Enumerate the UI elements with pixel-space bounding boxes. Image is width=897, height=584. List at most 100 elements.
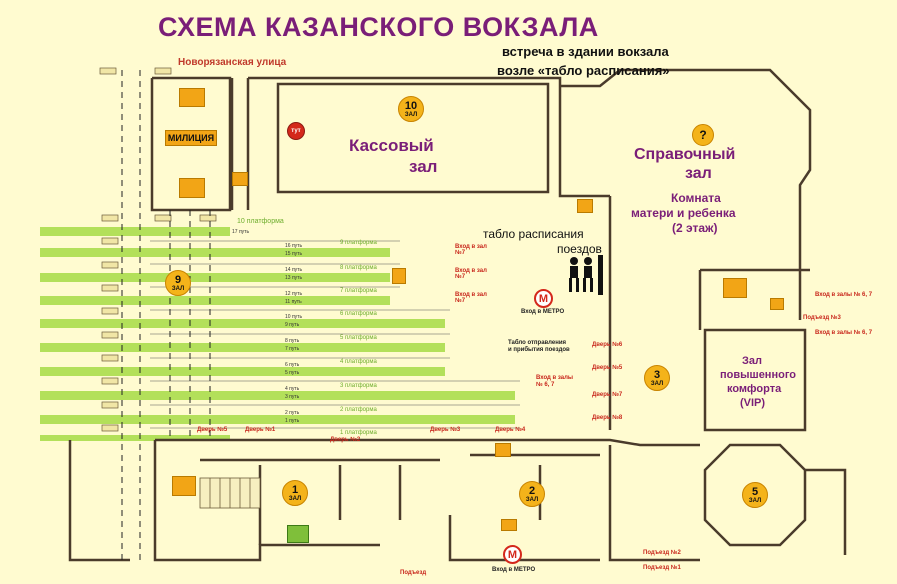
door-label: Дверь №3 — [430, 427, 461, 433]
track-label: 16 путь — [285, 243, 303, 249]
platform-label: 10 платформа — [237, 218, 284, 225]
vip-hall-line2: повышенного — [720, 369, 796, 381]
luggage-icon — [232, 172, 248, 186]
mother-child-room-line2: матери и ребенка — [631, 206, 736, 220]
entrance-hall7-label: Вход в зал №7 — [455, 268, 487, 280]
info-hall-subtitle: зал — [685, 165, 712, 182]
track-label: 14 путь — [285, 267, 303, 273]
luggage-icon — [577, 199, 593, 213]
platform-bar — [40, 319, 445, 328]
door-label: Дверь №5 — [592, 365, 623, 371]
info-hall-title: Справочный — [634, 146, 736, 163]
door-label: Дверь №2 — [330, 437, 361, 443]
first-aid-icon — [179, 178, 205, 198]
track-label: 3 путь — [285, 394, 300, 400]
street-label: Новорязанская улица — [178, 57, 287, 68]
staircase — [199, 477, 261, 509]
track-label: 8 путь — [285, 338, 300, 344]
metro-entrance-label-bottom: Вход в МЕТРО — [492, 567, 536, 573]
pharmacy-icon — [287, 525, 309, 543]
bottom-porch-label: Подъезд №1 — [643, 565, 681, 571]
track-label: 6 путь — [285, 362, 300, 368]
tracks — [150, 240, 520, 429]
platform-label: 7 платформа — [340, 288, 377, 294]
toilet-icon — [179, 88, 205, 107]
platform-bar — [40, 343, 445, 352]
map-title: СХЕМА КАЗАНСКОГО ВОКЗАЛА — [158, 12, 599, 42]
platform-bar — [40, 248, 390, 257]
vip-hall-line3: комфорта — [727, 383, 782, 395]
platform-label: 5 платформа — [340, 335, 377, 341]
meeting-note-line2: возле «табло расписания» — [497, 63, 670, 78]
entrance-hall7-label: Вход в зал №7 — [455, 292, 487, 304]
police-label: МИЛИЦИЯ — [165, 130, 217, 146]
door-label: Дверь №7 — [592, 392, 623, 398]
right-entry-label: Вход в залы № 6, 7 — [815, 292, 873, 298]
toilet-icon — [723, 278, 747, 298]
info-question-icon: ? — [692, 124, 714, 146]
platform-bar — [40, 296, 390, 305]
entry-halls-67-line1: Вход в залы — [536, 375, 574, 381]
track-label: 4 путь — [285, 386, 300, 392]
track-label: 12 путь — [285, 291, 303, 297]
track-label: 10 путь — [285, 314, 303, 320]
buffer-stops — [99, 67, 217, 432]
platform-bar — [40, 415, 515, 424]
right-entry-label-2: Вход в залы № 6, 7 — [815, 330, 873, 336]
door-label: Дверь №1 — [245, 427, 276, 433]
entrance-hall7-label: Вход в зал №7 — [455, 244, 487, 256]
track-label: 11 путь — [285, 299, 302, 305]
bottom-porch-label: Подъезд — [400, 570, 427, 576]
platform-bar — [40, 227, 230, 236]
platform-bar — [40, 391, 515, 400]
board-label-line2: поездов — [557, 242, 602, 256]
track-label: 2 путь — [285, 410, 300, 416]
door-label: Дверь №5 — [197, 427, 228, 433]
track-label: 9 путь — [285, 322, 300, 328]
track-label: 1 путь — [285, 418, 300, 424]
vip-hall-line1: Зал — [742, 355, 762, 367]
metro-icon: М — [534, 289, 553, 308]
schedule-board-marker — [598, 255, 603, 295]
track-label: 17 путь — [232, 229, 250, 235]
meeting-note-line1: встреча в здании вокзала — [502, 44, 669, 59]
ticket-hall-title: Кассовый — [349, 136, 434, 155]
fire-icon — [495, 443, 511, 457]
walls — [68, 68, 847, 562]
platforms — [40, 227, 515, 441]
platform-label: 2 платформа — [340, 407, 377, 413]
ticket-hall-subtitle: зал — [409, 157, 438, 176]
people-icon — [569, 257, 593, 292]
departures-board-line2: и прибытия поездов — [508, 347, 570, 353]
door-label: Дверь №6 — [592, 342, 623, 348]
departures-board-line1: Табло отправления — [508, 340, 567, 346]
walkways — [121, 70, 211, 560]
platform-label: 9 платформа — [340, 240, 377, 246]
platform-bar — [40, 367, 445, 376]
track-label: 13 путь — [285, 275, 303, 281]
bottom-porch-label: Подъезд №2 — [643, 550, 681, 556]
platform-label: 3 платформа — [340, 383, 377, 389]
door-label: Дверь №4 — [495, 427, 526, 433]
entry-halls-67-line2: № 6, 7 — [536, 382, 555, 388]
you-are-here-marker: тут — [287, 122, 305, 140]
board-label-line1: табло расписания — [483, 227, 584, 241]
track-label: 5 путь — [285, 370, 300, 376]
toilet-icon — [172, 476, 196, 496]
platform-bar — [40, 435, 230, 441]
platform-bar — [40, 273, 390, 282]
phone-icon — [501, 519, 517, 531]
track-label: 7 путь — [285, 346, 300, 352]
mother-child-room-line1: Комната — [671, 191, 721, 205]
metro-icon-bottom: М — [503, 545, 522, 564]
platform-label: 1 платформа — [340, 430, 377, 436]
mother-child-room-line3: (2 этаж) — [672, 221, 718, 235]
